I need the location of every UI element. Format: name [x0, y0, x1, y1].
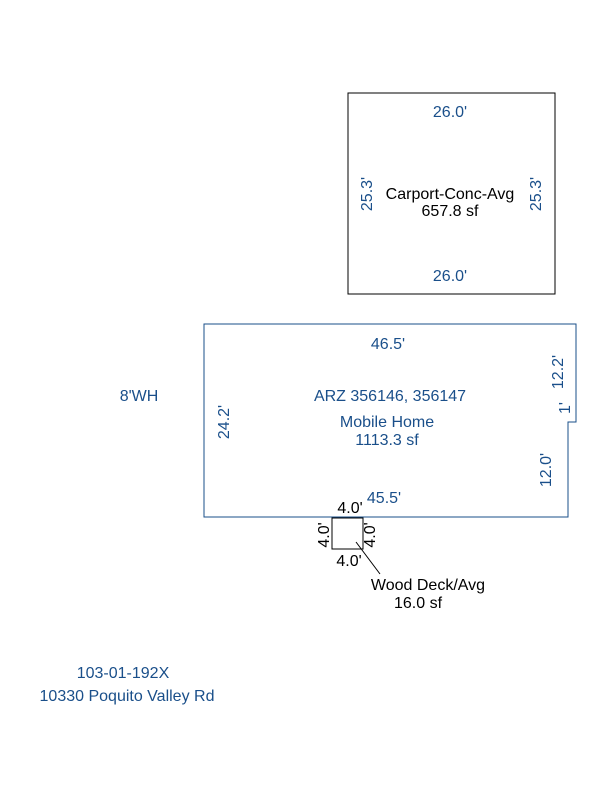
- carport-area: 657.8 sf: [422, 203, 479, 220]
- carport-group: 26.0' 26.0' 25.3' 25.3' Carport-Conc-Avg…: [347, 92, 556, 295]
- mobile-home-dim-right-lower: 12.0': [538, 453, 555, 487]
- mobile-home-label: Mobile Home: [340, 414, 434, 431]
- wood-deck-dim-right: 4.0': [362, 522, 379, 547]
- wood-deck-group: 4.0' 4.0' 4.0' 4.0' Wood Deck/Avg 16.0 s…: [316, 500, 485, 612]
- mobile-home-outline: [203, 323, 577, 518]
- mobile-home-dim-top: 46.5': [371, 336, 405, 353]
- parcel-address: 10330 Poquito Valley Rd: [40, 688, 215, 705]
- carport-label: Carport-Conc-Avg: [386, 186, 515, 203]
- carport-dim-bottom: 26.0': [433, 268, 467, 285]
- wood-deck-dim-bottom: 4.0': [336, 553, 361, 570]
- mobile-home-area: 1113.3 sf: [355, 432, 419, 449]
- carport-outline: [347, 92, 556, 295]
- wood-deck-outline: [331, 517, 364, 550]
- water-heater-note: 8'WH: [120, 388, 159, 405]
- mobile-home-group: 46.5' 45.5' 24.2' 12.2' 1' 12.0' ARZ 356…: [203, 323, 577, 518]
- wood-deck-label: Wood Deck/Avg: [371, 577, 485, 594]
- wood-deck-area: 16.0 sf: [394, 595, 443, 612]
- wood-deck-dim-left: 4.0': [316, 522, 333, 547]
- wood-deck-dim-top: 4.0': [337, 500, 362, 517]
- wood-deck-leader-line: [355, 541, 381, 575]
- carport-dim-right: 25.3': [528, 177, 545, 211]
- mobile-home-dim-right-upper: 12.2': [550, 355, 567, 389]
- mobile-home-dim-left: 24.2': [216, 405, 233, 439]
- carport-dim-left: 25.3': [359, 177, 376, 211]
- mobile-home-dim-notch: 1': [557, 402, 574, 414]
- mobile-home-permit: ARZ 356146, 356147: [314, 388, 466, 405]
- carport-dim-top: 26.0': [433, 104, 467, 121]
- parcel-number: 103-01-192X: [77, 665, 170, 682]
- mobile-home-dim-bottom: 45.5': [367, 490, 401, 507]
